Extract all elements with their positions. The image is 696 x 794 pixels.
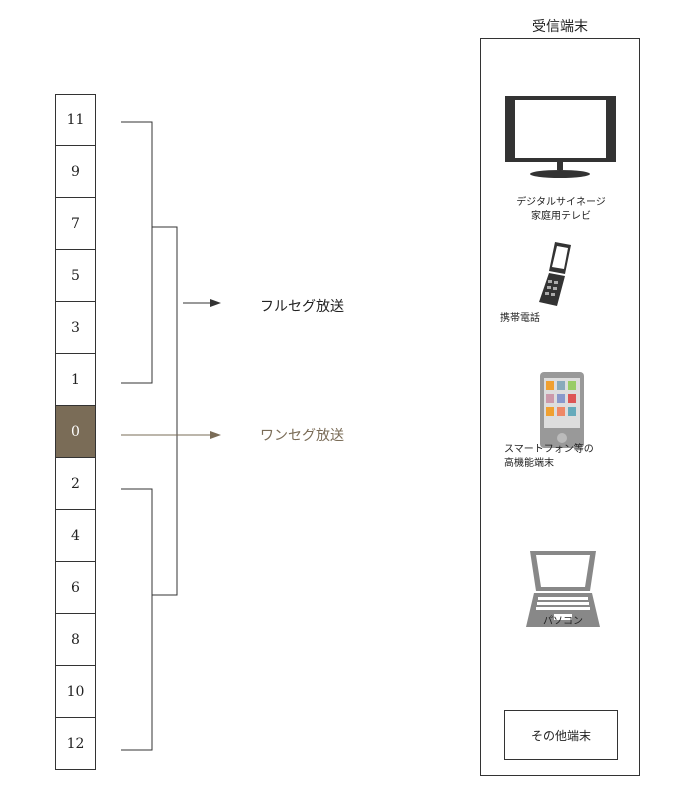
- segment-cell: 6: [55, 562, 96, 614]
- device-label-laptop: パソコン: [538, 615, 588, 629]
- full-seg-label: フルセグ放送: [260, 299, 344, 315]
- device-label-line: デジタルサイネージ: [516, 197, 606, 208]
- laptop-icon: [526, 551, 600, 627]
- other-device-box: その他端末: [504, 710, 618, 760]
- segment-cell: 5: [55, 250, 96, 302]
- device-label-line: 家庭用テレビ: [531, 211, 591, 222]
- smartphone-icon: [540, 372, 584, 448]
- device-label-tv: デジタルサイネージ 家庭用テレビ: [500, 196, 622, 224]
- receiver-panel: [480, 38, 640, 776]
- device-label-smartphone: スマートフォン等の 高機能端末: [504, 443, 616, 471]
- oneseg-segment-cell: 0: [55, 406, 96, 458]
- upper-bracket: [121, 121, 153, 384]
- device-label-phone: 携帯電話: [500, 312, 550, 326]
- lower-bracket: [121, 488, 153, 751]
- segment-cell: 10: [55, 666, 96, 718]
- device-label-line: パソコン: [543, 616, 583, 627]
- device-label-line: スマートフォン等の: [504, 444, 594, 455]
- full-seg-arrowhead: [210, 299, 221, 307]
- segment-cell: 4: [55, 510, 96, 562]
- one-seg-arrowhead: [210, 431, 221, 439]
- tv-icon: [505, 96, 616, 178]
- outer-bracket: [152, 226, 178, 596]
- segment-cell: 12: [55, 718, 96, 770]
- segment-cell: 8: [55, 614, 96, 666]
- one-seg-label: ワンセグ放送: [260, 428, 344, 444]
- segment-cell: 3: [55, 302, 96, 354]
- segment-cell: 2: [55, 458, 96, 510]
- device-label-line: 携帯電話: [500, 313, 540, 324]
- segment-cell: 11: [55, 94, 96, 146]
- segment-cell: 1: [55, 354, 96, 406]
- segment-cell: 9: [55, 146, 96, 198]
- receiver-title: 受信端末: [532, 19, 588, 35]
- segment-column: 11 9 7 5 3 1 0 2 4 6 8 10 12: [55, 94, 96, 770]
- segment-cell: 7: [55, 198, 96, 250]
- device-label-line: 高機能端末: [504, 458, 554, 469]
- flip-phone-icon: [539, 242, 571, 306]
